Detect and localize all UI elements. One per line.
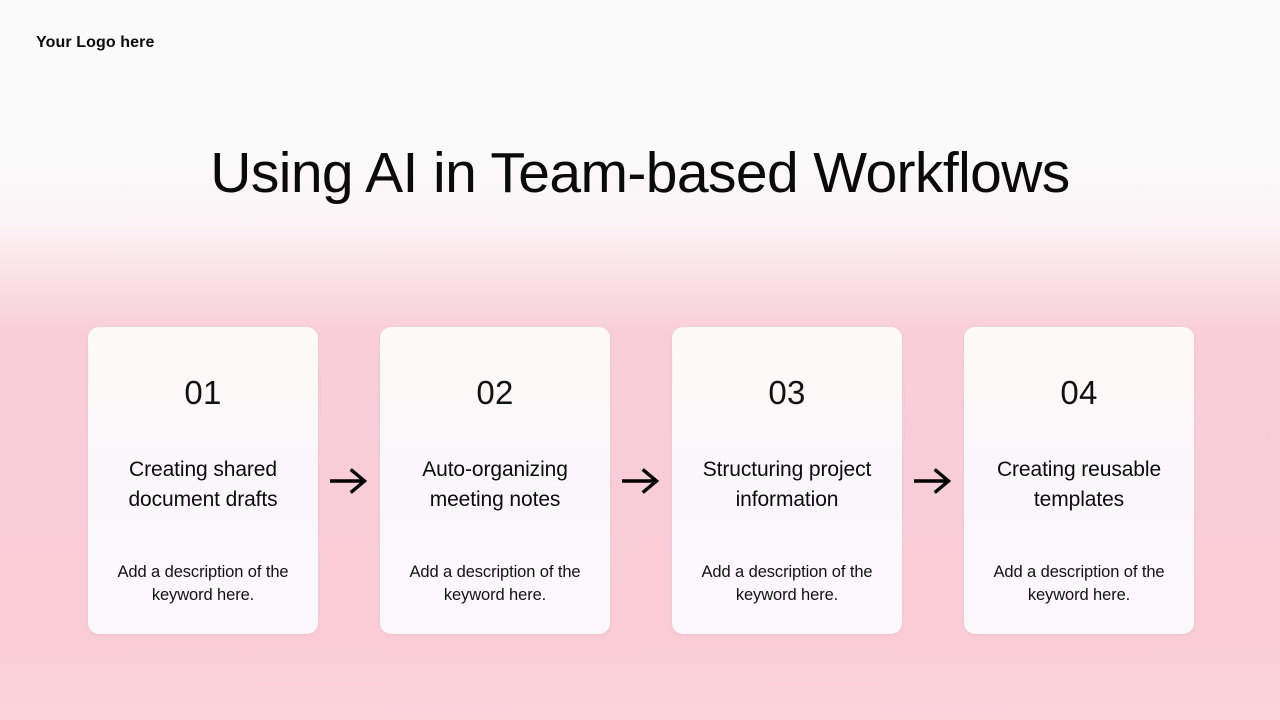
- step-description: Add a description of the keyword here.: [117, 563, 289, 604]
- step-heading: Creating reusable templates: [996, 457, 1162, 511]
- page-title: Using AI in Team-based Workflows: [210, 141, 1070, 205]
- step-card-02[interactable]: 02 Auto-organizing meeting notes Add a d…: [380, 327, 610, 634]
- step-heading: Auto-organizing meeting notes: [422, 457, 568, 511]
- step-card-01[interactable]: 01 Creating shared document drafts Add a…: [88, 327, 318, 634]
- step-card-03[interactable]: 03 Structuring project information Add a…: [672, 327, 902, 634]
- step-card-04[interactable]: 04 Creating reusable templates Add a des…: [964, 327, 1194, 634]
- step-description: Add a description of the keyword here.: [409, 563, 581, 604]
- step-description: Add a description of the keyword here.: [701, 563, 873, 604]
- logo-placeholder[interactable]: Your Logo here: [36, 34, 155, 51]
- step-number: 04: [1060, 374, 1098, 411]
- step-number: 03: [768, 374, 806, 411]
- arrow-right-icon-3: [902, 327, 964, 634]
- step-description: Add a description of the keyword here.: [993, 563, 1165, 604]
- step-number: 01: [184, 374, 222, 411]
- step-heading: Structuring project information: [702, 457, 872, 511]
- process-steps-row: 01 Creating shared document drafts Add a…: [88, 327, 1194, 634]
- arrow-right-icon-1: [318, 327, 380, 634]
- step-number: 02: [476, 374, 514, 411]
- step-heading: Creating shared document drafts: [128, 457, 278, 511]
- arrow-right-icon-2: [610, 327, 672, 634]
